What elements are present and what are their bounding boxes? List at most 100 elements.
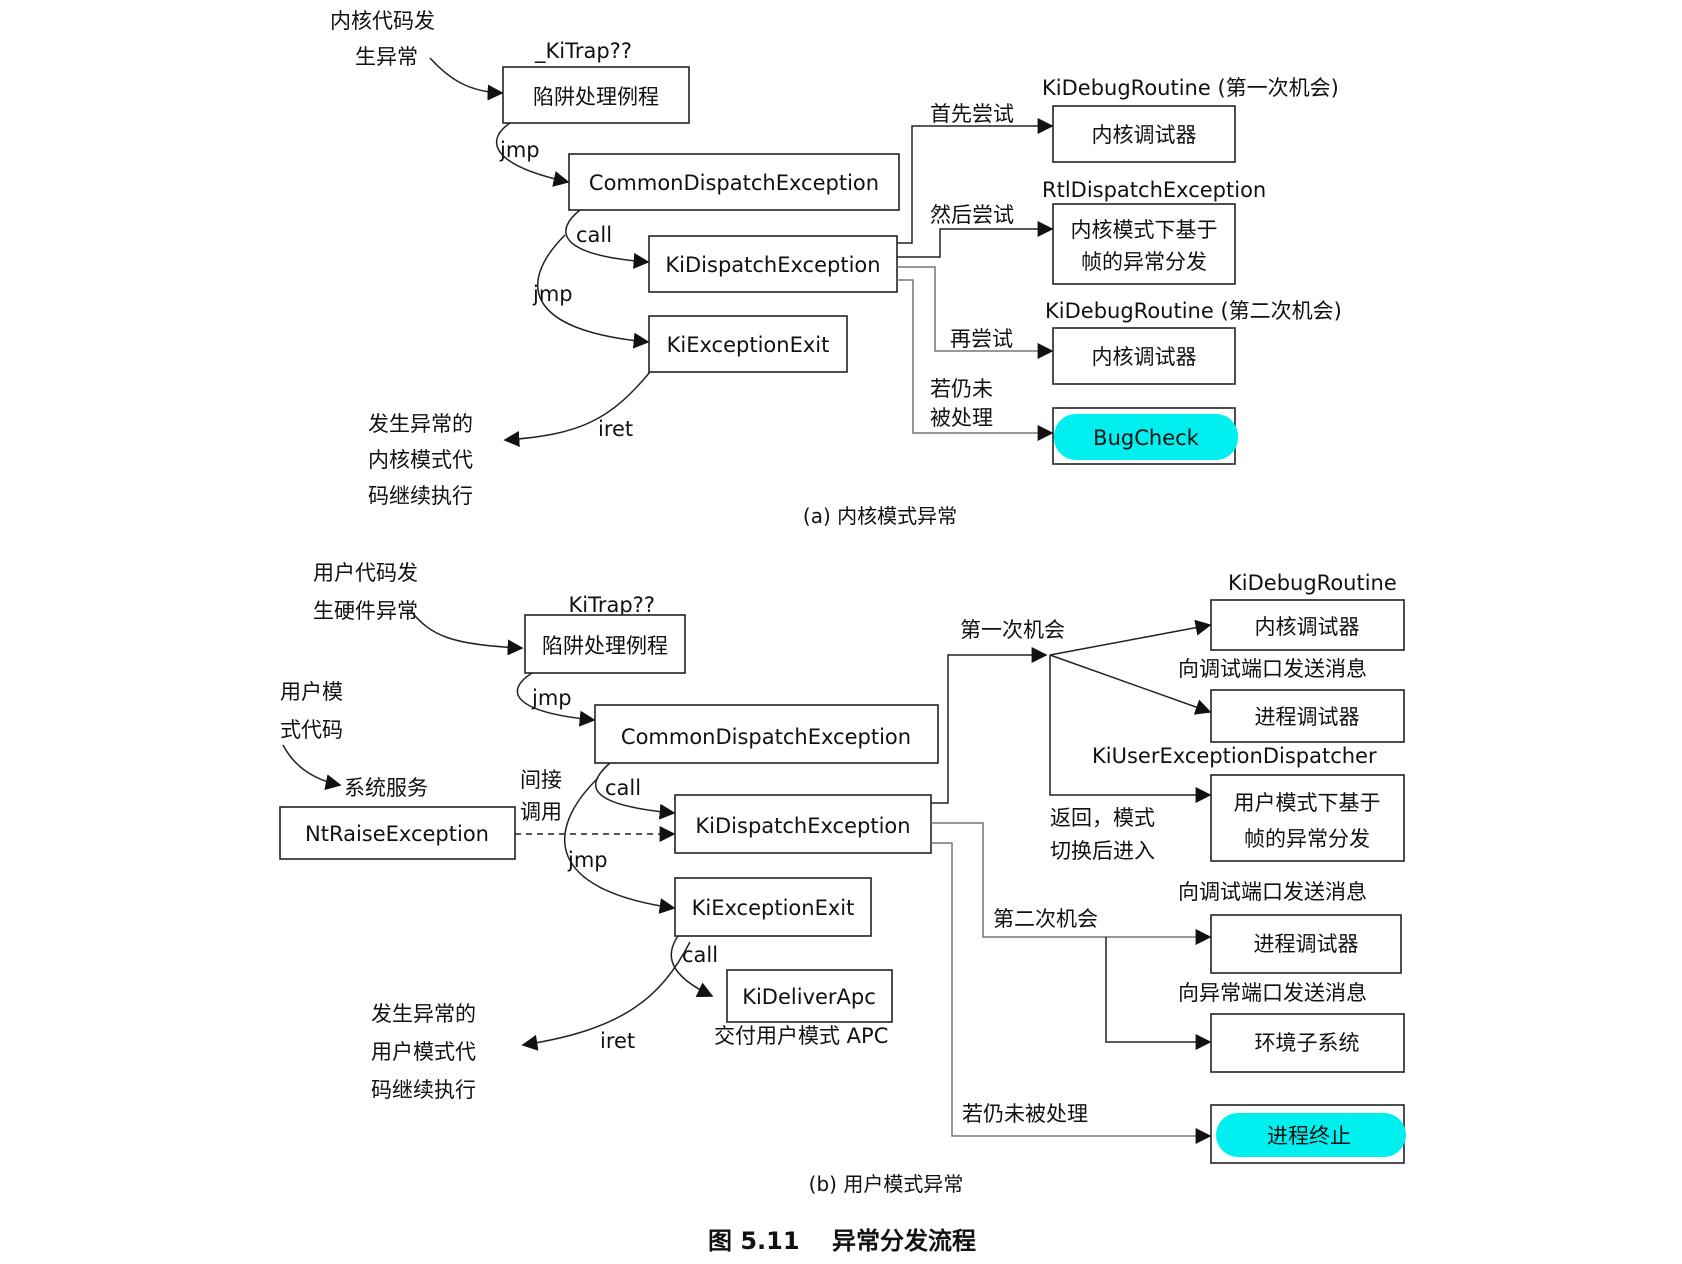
edge-call — [565, 209, 650, 269]
edge-label-unhandled-line2: 被处理 — [930, 406, 993, 430]
node-trap-handler[interactable] — [502, 66, 690, 124]
node-process-debugger1-label: 进程调试器 — [1255, 705, 1360, 729]
panel-b-user-mode: 用户代码发 生硬件异常 _KiTrap?? 陷阱处理例程 jmp CommonD… — [279, 561, 1406, 1196]
edge-label-unhandled: 若仍未被处理 — [962, 1102, 1088, 1126]
node-kernel-debugger-first[interactable] — [1052, 105, 1236, 163]
node-ki-exception-exit[interactable] — [674, 877, 872, 937]
node-bugcheck-label: BugCheck — [1093, 426, 1199, 450]
edge-label-jmp1: jmp — [531, 686, 572, 710]
node-nt-raise-label: NtRaiseException — [305, 822, 489, 846]
figure-title: 异常分发流程 — [832, 1227, 976, 1255]
end-label-line1: 发生异常的 — [371, 1002, 476, 1026]
start-label-line1: 内核代码发 — [330, 9, 435, 33]
edge-label-then-try: 然后尝试 — [930, 203, 1014, 227]
trap-name-label: _KiTrap?? — [557, 593, 655, 618]
edge-to-env-subsystem — [1105, 937, 1212, 1050]
node-ki-deliver-apc[interactable] — [726, 969, 893, 1023]
node-rtl-frame-line1: 内核模式下基于 — [1071, 218, 1218, 242]
edge-label-indirect-line2: 调用 — [520, 800, 562, 824]
edge-second-chance — [931, 822, 1212, 945]
edge-label-retry: 再尝试 — [950, 327, 1013, 351]
edge-label-indirect-line1: 间接 — [520, 768, 562, 792]
node-user-frame-line2: 帧的异常分发 — [1244, 827, 1370, 851]
node-rtl-frame-title: RtlDispatchException — [1042, 178, 1266, 202]
node-common-dispatch-label: CommonDispatchException — [589, 171, 879, 195]
system-service-label: 系统服务 — [344, 776, 428, 800]
edge-label-return-line1: 返回，模式 — [1050, 806, 1155, 830]
edge-iret — [521, 941, 691, 1051]
node-ki-exception-exit[interactable] — [648, 315, 848, 373]
edge-label-call: call — [576, 223, 612, 247]
node-debugger1-label: 内核调试器 — [1092, 123, 1197, 147]
node-kernel-debugger-title: KiDebugRoutine — [1228, 571, 1397, 595]
edge-label-jmp2: jmp — [567, 848, 608, 872]
edge-then-try — [897, 221, 1054, 258]
node-kernel-debugger[interactable] — [1210, 599, 1405, 651]
edge-label-call1: call — [605, 776, 641, 800]
node-common-dispatch-exception[interactable] — [568, 153, 900, 211]
node-ki-deliver-apc-label: KiDeliverApc — [742, 985, 876, 1009]
edge-unhandled — [897, 279, 1054, 441]
edge-unhandled — [931, 842, 1212, 1144]
node-trap-handler-label: 陷阱处理例程 — [542, 634, 668, 658]
edge-label-second-chance: 第二次机会 — [993, 907, 1098, 931]
edge-jmp2 — [564, 777, 676, 914]
node-ki-dispatch-exception[interactable] — [648, 235, 898, 293]
end-label-line2: 内核模式代 — [368, 448, 473, 472]
end-label-line3: 码继续执行 — [368, 484, 473, 508]
start-label-line2: 生硬件异常 — [313, 599, 418, 623]
node-process-debugger1-title: 向调试端口发送消息 — [1178, 657, 1367, 681]
node-env-subsystem-label: 环境子系统 — [1255, 1031, 1360, 1055]
node-process-debugger-first[interactable] — [1210, 689, 1405, 743]
edge-to-kernel-debugger — [1049, 619, 1212, 656]
edge-label-first-try: 首先尝试 — [930, 102, 1014, 126]
edge-start-to-trap — [409, 609, 524, 656]
panel-b-caption: (b) 用户模式异常 — [809, 1172, 964, 1196]
node-common-dispatch-label: CommonDispatchException — [621, 725, 911, 749]
edge-label-iret: iret — [600, 1029, 635, 1053]
node-process-debugger2-label: 进程调试器 — [1254, 932, 1359, 956]
node-nt-raise-exception[interactable] — [279, 806, 516, 860]
node-trap-handler-label: 陷阱处理例程 — [533, 85, 659, 109]
edge-call1 — [594, 762, 676, 820]
start-label-line1: 用户代码发 — [313, 561, 418, 585]
node-ki-exit-label: KiExceptionExit — [692, 896, 855, 920]
edge-call2 — [670, 935, 714, 998]
node-bugcheck[interactable] — [1054, 414, 1238, 460]
end-label-line2: 用户模式代 — [371, 1040, 476, 1064]
trap-name-label: _KiTrap?? — [534, 39, 632, 64]
user-mode-label-line2: 式代码 — [280, 718, 343, 742]
node-process-terminate[interactable] — [1216, 1113, 1406, 1157]
node-rtl-frame-line2: 帧的异常分发 — [1081, 250, 1207, 274]
node-debugger2-title: KiDebugRoutine (第二次机会) — [1045, 299, 1342, 323]
edge-start-to-trap — [429, 57, 504, 101]
edge-jmp2 — [536, 234, 650, 349]
edge-to-user-frame — [1049, 655, 1212, 803]
node-common-dispatch-exception[interactable] — [594, 704, 939, 764]
node-trap-handler[interactable] — [524, 614, 686, 674]
node-env-subsystem[interactable] — [1210, 1013, 1405, 1073]
node-env-subsystem-title: 向异常端口发送消息 — [1178, 981, 1367, 1005]
edge-jmp1 — [495, 122, 570, 187]
node-kernel-frame-dispatch[interactable] — [1052, 203, 1236, 285]
node-process-terminate-label: 进程终止 — [1267, 1124, 1351, 1148]
node-kernel-debugger-second[interactable] — [1052, 327, 1236, 385]
node-ki-dispatch-exception[interactable] — [674, 794, 932, 854]
panel-a-caption: (a) 内核模式异常 — [803, 504, 957, 528]
node-process-debugger-second[interactable] — [1210, 914, 1402, 974]
edge-user-to-syscall — [282, 744, 342, 791]
edge-label-return-line2: 切换后进入 — [1050, 839, 1155, 863]
edge-first-chance — [931, 647, 1048, 804]
node-user-frame-dispatch[interactable] — [1210, 774, 1405, 862]
node-ki-dispatch-label: KiDispatchException — [695, 814, 910, 838]
apc-note: 交付用户模式 APC — [714, 1024, 888, 1048]
user-mode-label-line1: 用户模 — [280, 680, 343, 704]
node-ki-dispatch-label: KiDispatchException — [665, 253, 880, 277]
start-label-line2: 生异常 — [355, 45, 418, 69]
edge-label-jmp1: jmp — [499, 138, 540, 162]
end-label-line3: 码继续执行 — [371, 1078, 476, 1102]
node-kernel-debugger-label: 内核调试器 — [1255, 615, 1360, 639]
end-label-line1: 发生异常的 — [368, 412, 473, 436]
edge-label-jmp2: jmp — [532, 282, 573, 306]
